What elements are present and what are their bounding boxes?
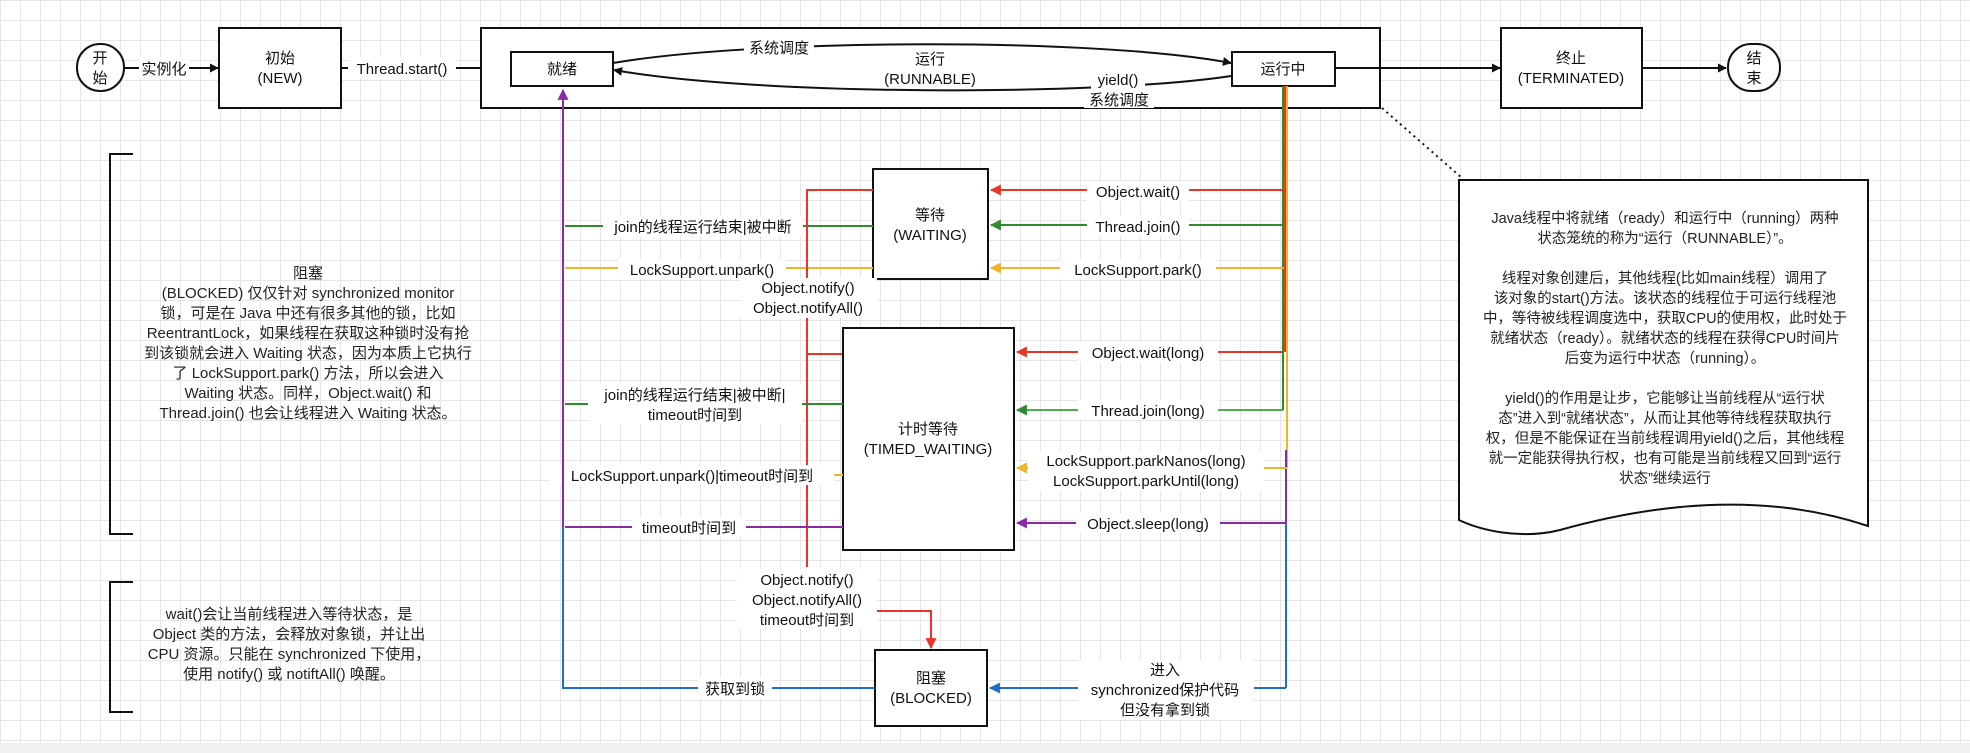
edge-notify-to-blocked <box>875 610 937 650</box>
svg-text:LockSupport.parkUntil(long): LockSupport.parkUntil(long) <box>1053 473 1239 490</box>
svg-text:就绪: 就绪 <box>547 61 577 78</box>
runnable-note-shape <box>1458 179 1869 536</box>
note-connector <box>1381 107 1463 179</box>
edge-schedule-top <box>612 43 1232 66</box>
edge-sleep-long-label: Object.sleep(long) <box>1087 516 1209 533</box>
edge-blocked-get-lock-label: 获取到锁 <box>705 681 765 698</box>
node-start: 开 始 <box>76 43 125 92</box>
edge-tw-notify-label: Object.notify() <box>760 572 853 589</box>
svg-text:(WAITING): (WAITING) <box>893 227 967 244</box>
svg-text:阻塞: 阻塞 <box>916 669 946 687</box>
edge-schedule-top-label: 系统调度 <box>749 40 809 57</box>
edge-schedule-bottom-label: 系统调度 <box>1089 92 1149 109</box>
runnable-label: 运行 <box>915 51 945 68</box>
brace-wait-note <box>109 581 133 713</box>
svg-text:(NEW): (NEW) <box>258 70 303 87</box>
svg-text:始: 始 <box>92 70 107 87</box>
node-end: 结 束 <box>1727 43 1781 92</box>
svg-text:Object.notifyAll(): Object.notifyAll() <box>752 592 862 609</box>
node-terminated: 终止 (TERMINATED) <box>1500 27 1643 109</box>
svg-text:(TIMED_WAITING): (TIMED_WAITING) <box>864 441 993 458</box>
svg-text:开: 开 <box>92 50 107 67</box>
svg-text:synchronized保护代码: synchronized保护代码 <box>1091 682 1239 699</box>
edge-wait-back-join-label: join的线程运行结束|被中断 <box>613 219 791 236</box>
svg-text:(BLOCKED): (BLOCKED) <box>890 690 972 707</box>
svg-text:计时等待: 计时等待 <box>898 420 958 438</box>
svg-text:束: 束 <box>1746 70 1761 87</box>
edge-wait-notify <box>806 189 873 567</box>
edge-instantiate-label: 实例化 <box>141 61 186 78</box>
svg-text:但没有拿到锁: 但没有拿到锁 <box>1120 701 1210 719</box>
node-new: 初始 (NEW) <box>218 27 342 109</box>
edge-park-nanos-label: LockSupport.parkNanos(long) <box>1046 453 1245 470</box>
blocked-note: 阻塞 (BLOCKED) 仅仅针对 synchronized monitor 锁… <box>144 265 472 422</box>
svg-text:终止: 终止 <box>1556 50 1586 67</box>
svg-text:等待: 等待 <box>915 206 945 224</box>
edge-object-wait-long-label: Object.wait(long) <box>1092 345 1205 362</box>
svg-text:timeout时间到: timeout时间到 <box>760 612 854 629</box>
bottom-scrollbar-track <box>0 743 1970 753</box>
edge-wait-back-unpark-label: LockSupport.unpark() <box>630 262 774 279</box>
brace-blocked-note <box>109 153 133 535</box>
runnable-note: Java线程中将就绪（ready）和运行中（running）两种 状态笼统的称为… <box>1482 211 1848 487</box>
edge-wait-notify-label: Object.notify() <box>761 280 854 297</box>
edge-blocked-enter-label: 进入 <box>1150 662 1180 679</box>
edge-yield-label: yield() <box>1098 72 1139 89</box>
svg-text:(RUNNABLE): (RUNNABLE) <box>884 71 976 88</box>
edge-thread-start-label: Thread.start() <box>357 61 448 78</box>
node-running: 运行中 <box>1231 51 1336 87</box>
svg-text:timeout时间到: timeout时间到 <box>648 407 742 424</box>
svg-text:运行中: 运行中 <box>1260 61 1305 78</box>
edge-thread-join-label: Thread.join() <box>1095 219 1180 236</box>
edge-schedule-bottom <box>613 66 1232 92</box>
node-blocked: 阻塞 (BLOCKED) <box>874 649 988 727</box>
svg-text:结: 结 <box>1746 50 1761 67</box>
node-waiting: 等待 (WAITING) <box>872 168 989 280</box>
node-ready: 就绪 <box>510 51 614 87</box>
node-timed-waiting: 计时等待 (TIMED_WAITING) <box>842 327 1015 551</box>
svg-text:Object.notifyAll(): Object.notifyAll() <box>753 300 863 317</box>
edge-object-wait-label: Object.wait() <box>1096 184 1180 201</box>
edge-thread-join-long-label: Thread.join(long) <box>1091 403 1204 420</box>
edge-tw-back-unpark-label: LockSupport.unpark()|timeout时间到 <box>571 468 813 485</box>
wait-note: wait()会让当前线程进入等待状态，是 Object 类的方法，会释放对象锁，… <box>147 606 431 683</box>
runnable-container <box>480 27 1381 109</box>
edge-tw-back-timeout-label: timeout时间到 <box>642 520 736 537</box>
edge-park-label: LockSupport.park() <box>1074 262 1202 279</box>
svg-text:(TERMINATED): (TERMINATED) <box>1518 70 1624 87</box>
edge-tw-back-join-label: join的线程运行结束|被中断| <box>603 387 785 404</box>
svg-text:初始: 初始 <box>265 50 295 67</box>
